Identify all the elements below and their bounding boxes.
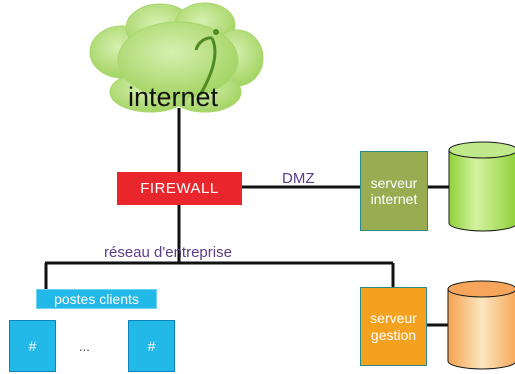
server-internet-line2: internet: [370, 191, 418, 207]
firewall-box: FIREWALL: [117, 172, 242, 205]
clients-header: postes clients: [36, 289, 157, 309]
connection-lines: [44, 108, 449, 327]
client-label: #: [147, 338, 156, 354]
network-label: réseau d'entreprise: [104, 244, 232, 261]
clients-ellipsis: ...: [79, 339, 90, 354]
cloud-icon: [89, 2, 264, 113]
server-gestion: serveur gestion: [360, 287, 427, 366]
firewall-label: FIREWALL: [140, 180, 219, 197]
internet-label: internet: [128, 82, 219, 112]
server-internet-line1: serveur: [370, 174, 418, 191]
client-label: #: [28, 338, 37, 354]
database-icon: [448, 141, 515, 232]
database-icon: [447, 280, 515, 370]
clients-header-label: postes clients: [54, 291, 139, 307]
server-gestion-line2: gestion: [370, 326, 417, 343]
client-workstation: #: [9, 320, 56, 372]
dmz-label: DMZ: [282, 170, 315, 187]
client-workstation: #: [128, 320, 175, 372]
server-gestion-line1: serveur: [370, 310, 417, 327]
server-internet: serveur internet: [360, 151, 428, 231]
